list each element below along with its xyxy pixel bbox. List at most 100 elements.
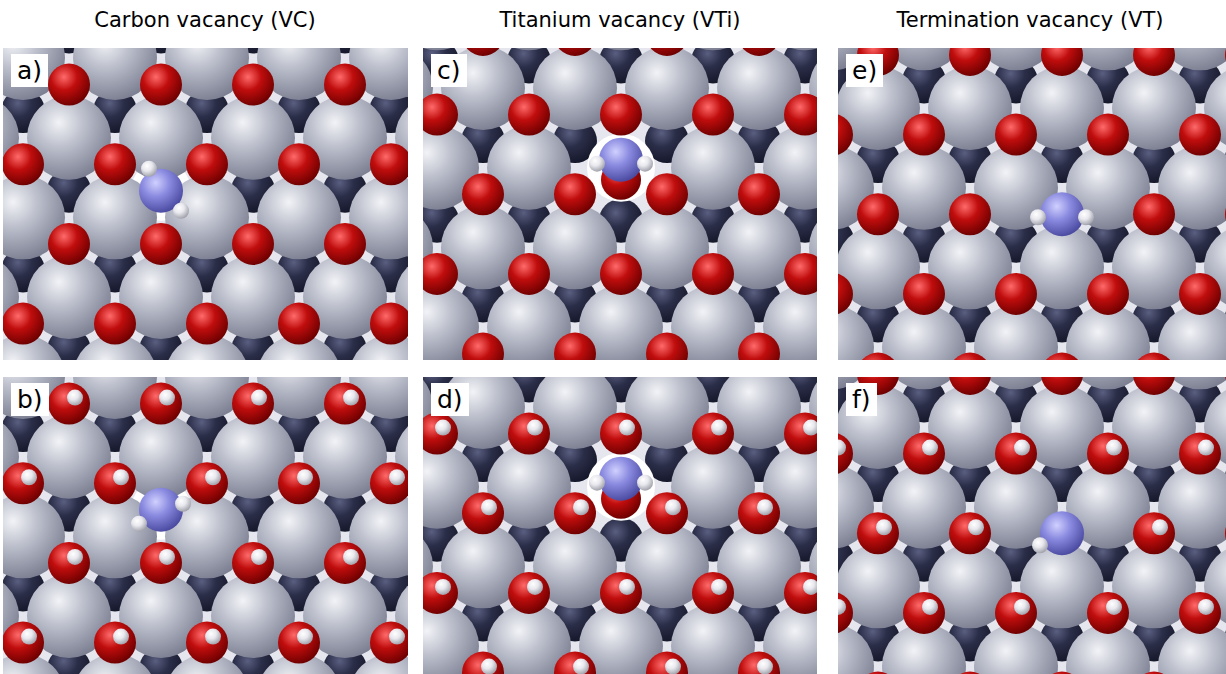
oxygen-atom bbox=[1041, 353, 1083, 360]
panel-letter: b) bbox=[11, 383, 49, 416]
oxygen-atom bbox=[784, 94, 817, 136]
hydrogen-atom bbox=[803, 579, 817, 595]
oxygen-atom bbox=[324, 542, 366, 584]
structure-panel bbox=[3, 377, 408, 674]
hydrogen-atom bbox=[637, 156, 653, 172]
oxygen-atom bbox=[423, 94, 458, 136]
hydrogen-atom bbox=[251, 390, 267, 406]
oxygen-atom bbox=[462, 173, 504, 215]
hydrogen-atom bbox=[589, 156, 605, 172]
oxygen-atom bbox=[508, 94, 550, 136]
oxygen-atom bbox=[784, 413, 817, 455]
oxygen-atom bbox=[1087, 114, 1129, 156]
hydrogen-atom bbox=[757, 659, 773, 674]
oxygen-atom bbox=[1225, 353, 1226, 360]
oxygen-atom bbox=[140, 383, 182, 425]
hydrogen-atom bbox=[343, 390, 359, 406]
hydrogen-atom bbox=[205, 469, 221, 485]
oxygen-atom bbox=[1225, 48, 1226, 76]
hydrogen-atom bbox=[297, 469, 313, 485]
titanium-atom bbox=[838, 305, 874, 360]
oxygen-atom bbox=[423, 572, 458, 614]
oxygen-atom bbox=[3, 303, 44, 345]
nitrogen-atom bbox=[599, 457, 643, 501]
hydrogen-atom bbox=[67, 549, 83, 565]
titanium-atom bbox=[838, 624, 874, 674]
oxygen-atom bbox=[140, 64, 182, 106]
oxygen-atom bbox=[1087, 273, 1129, 315]
structure-panel bbox=[423, 48, 817, 360]
hydrogen-atom bbox=[619, 579, 635, 595]
oxygen-atom bbox=[903, 592, 945, 634]
oxygen-atom bbox=[278, 462, 320, 504]
hydrogen-atom bbox=[1198, 599, 1214, 615]
oxygen-atom bbox=[186, 622, 228, 664]
oxygen-atom bbox=[370, 622, 408, 664]
oxygen-atom bbox=[949, 377, 991, 395]
column-heading: Termination vacancy (VT) bbox=[896, 8, 1163, 32]
oxygen-atom bbox=[1179, 592, 1221, 634]
oxygen-atom bbox=[838, 592, 853, 634]
structure-panel bbox=[423, 377, 817, 674]
oxygen-atom bbox=[1133, 672, 1175, 674]
structure-panel bbox=[838, 48, 1226, 360]
oxygen-atom bbox=[646, 492, 688, 534]
oxygen-atom bbox=[1041, 672, 1083, 674]
column-heading: Carbon vacancy (VC) bbox=[94, 8, 315, 32]
hydrogen-atom bbox=[141, 161, 157, 177]
hydrogen-atom bbox=[113, 629, 129, 645]
hydrogen-atom bbox=[1078, 209, 1094, 225]
oxygen-atom bbox=[692, 413, 734, 455]
panel-letter: e) bbox=[846, 54, 883, 87]
oxygen-atom bbox=[462, 333, 504, 360]
oxygen-atom bbox=[784, 572, 817, 614]
oxygen-atom bbox=[738, 173, 780, 215]
oxygen-atom bbox=[462, 492, 504, 534]
hydrogen-atom bbox=[876, 519, 892, 535]
hydrogen-atom bbox=[573, 499, 589, 515]
hydrogen-atom bbox=[173, 203, 189, 219]
oxygen-atom bbox=[600, 572, 642, 614]
oxygen-atom bbox=[48, 383, 90, 425]
oxygen-atom bbox=[1133, 353, 1175, 360]
oxygen-atom bbox=[949, 353, 991, 360]
oxygen-atom bbox=[1225, 672, 1226, 674]
hydrogen-atom bbox=[1030, 209, 1046, 225]
hydrogen-atom bbox=[665, 659, 681, 674]
panel-letter: a) bbox=[11, 54, 48, 87]
oxygen-atom bbox=[1133, 48, 1175, 76]
oxygen-atom bbox=[94, 143, 136, 185]
hydrogen-atom bbox=[803, 420, 817, 436]
oxygen-atom bbox=[232, 64, 274, 106]
oxygen-atom bbox=[600, 413, 642, 455]
oxygen-atom bbox=[1133, 512, 1175, 554]
oxygen-atom bbox=[232, 542, 274, 584]
hydrogen-atom bbox=[1032, 537, 1048, 553]
oxygen-atom bbox=[278, 303, 320, 345]
oxygen-atom bbox=[554, 652, 596, 674]
hydrogen-atom bbox=[205, 629, 221, 645]
oxygen-atom bbox=[1133, 377, 1175, 395]
hydrogen-atom bbox=[1014, 440, 1030, 456]
oxygen-atom bbox=[324, 383, 366, 425]
oxygen-atom bbox=[423, 413, 458, 455]
oxygen-atom bbox=[995, 273, 1037, 315]
oxygen-atom bbox=[508, 572, 550, 614]
oxygen-atom bbox=[3, 622, 44, 664]
oxygen-atom bbox=[600, 253, 642, 295]
hydrogen-atom bbox=[711, 420, 727, 436]
nitrogen-atom bbox=[599, 138, 643, 182]
hydrogen-atom bbox=[67, 390, 83, 406]
hydrogen-atom bbox=[113, 469, 129, 485]
oxygen-atom bbox=[949, 193, 991, 235]
hydrogen-atom bbox=[1152, 519, 1168, 535]
hydrogen-atom bbox=[1106, 599, 1122, 615]
hydrogen-atom bbox=[159, 549, 175, 565]
hydrogen-atom bbox=[619, 420, 635, 436]
hydrogen-atom bbox=[1014, 599, 1030, 615]
oxygen-atom bbox=[995, 592, 1037, 634]
oxygen-atom bbox=[903, 114, 945, 156]
oxygen-atom bbox=[949, 672, 991, 674]
oxygen-atom bbox=[1179, 114, 1221, 156]
oxygen-atom bbox=[646, 333, 688, 360]
